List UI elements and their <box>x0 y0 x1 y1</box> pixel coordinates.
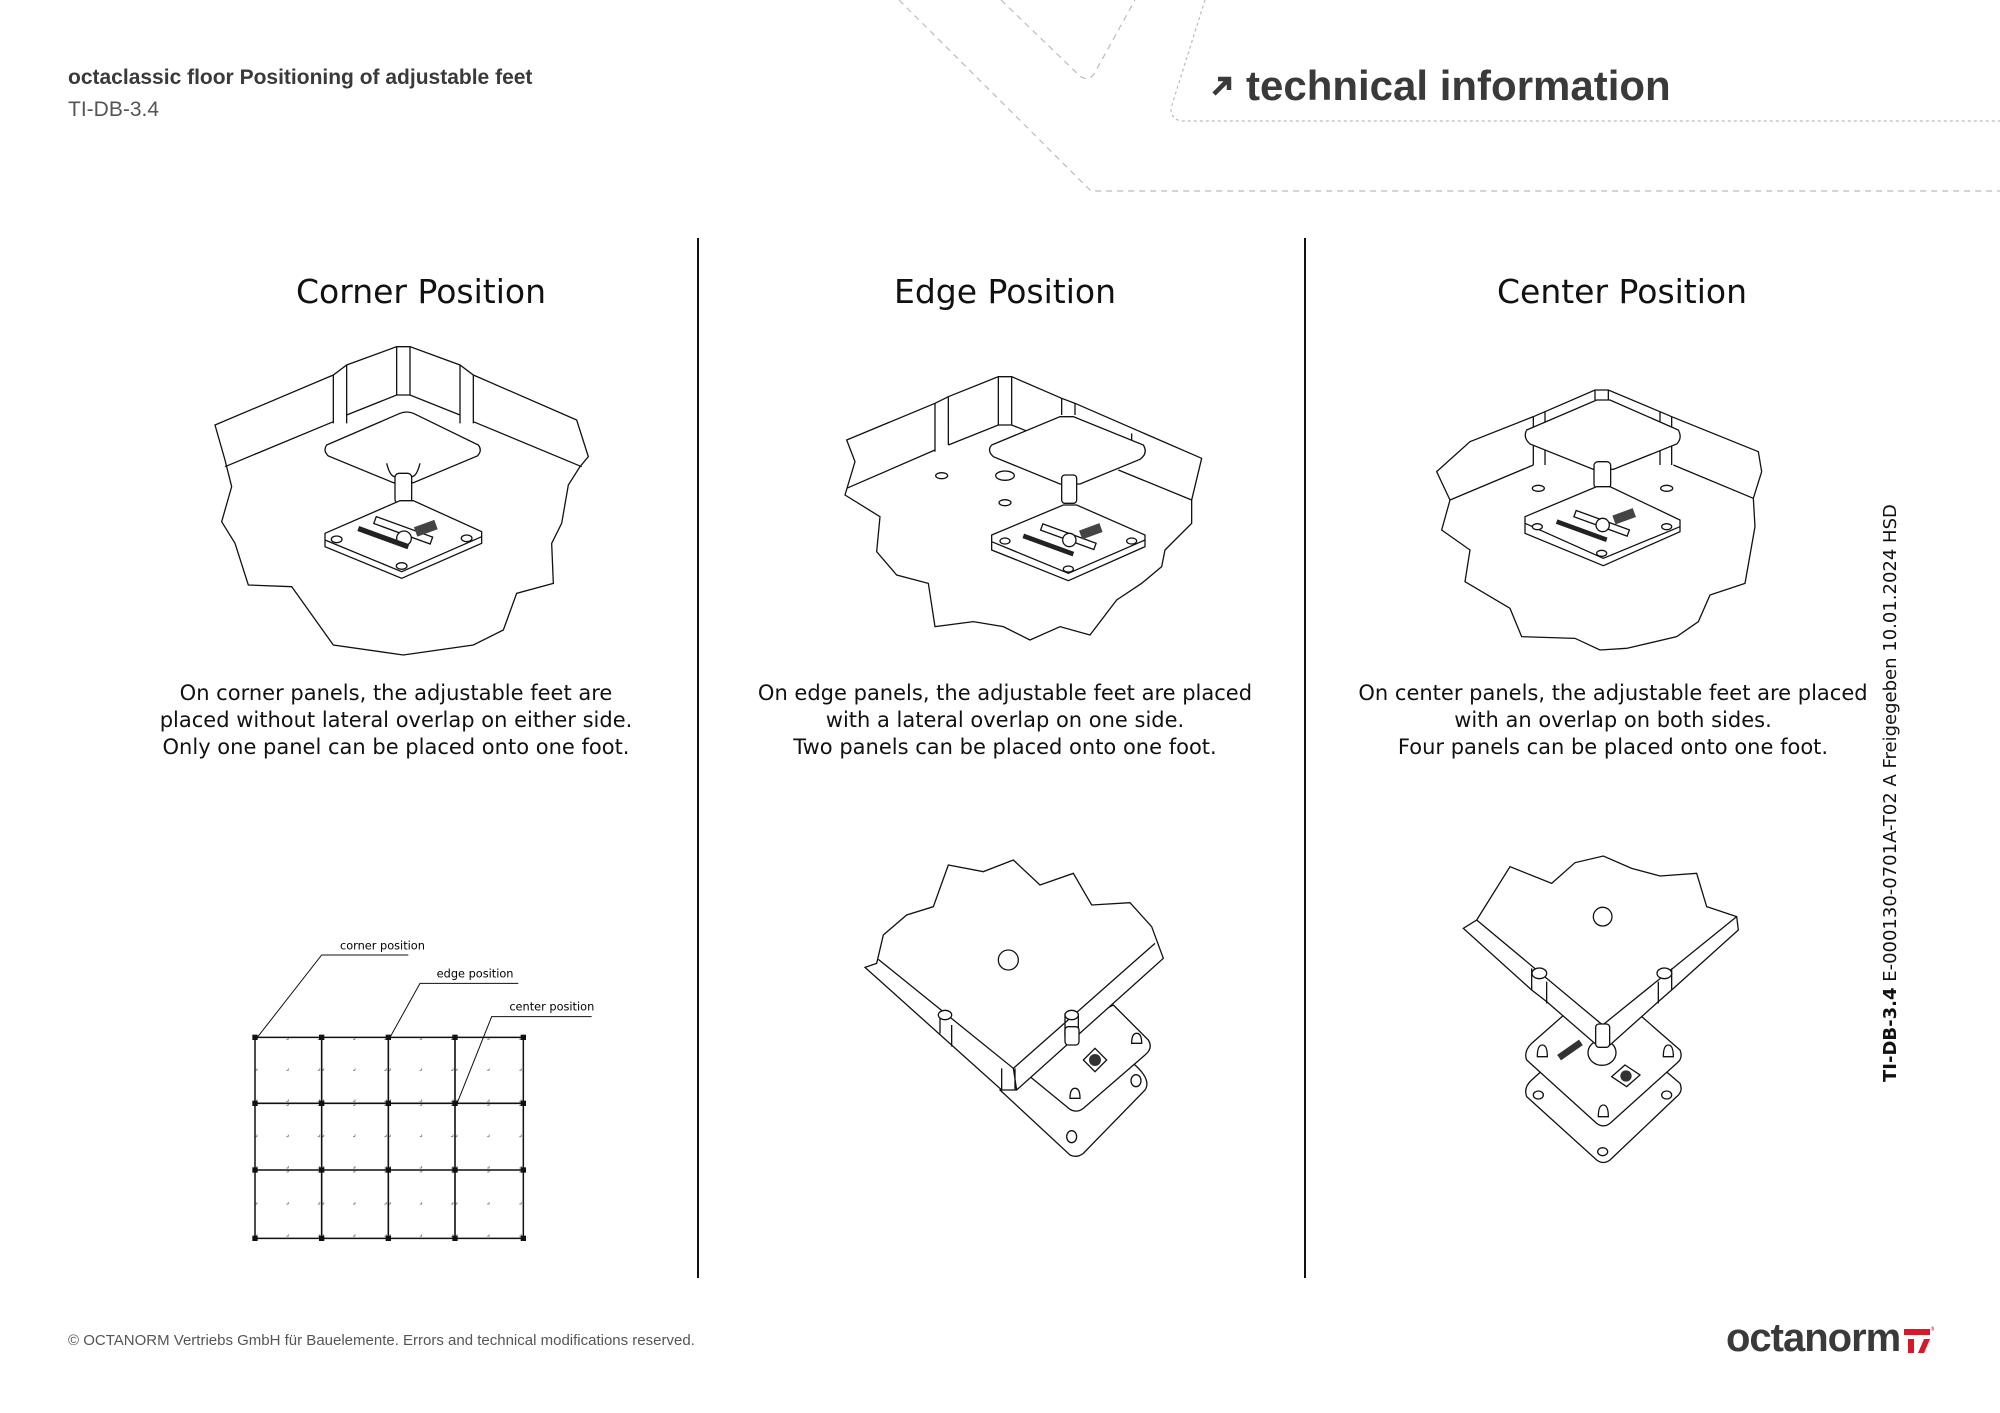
floor-grid-diagram: corner position edge position center pos… <box>252 938 594 1241</box>
foot-marker <box>252 1167 258 1173</box>
logo-wordmark: octanorm <box>1726 1316 1901 1360</box>
foot-marker <box>452 1167 458 1173</box>
document-release-stamp: TI-DB-3.4 E-000130-0701A-T02 A Freigegeb… <box>1880 504 1901 1082</box>
corner-position-description: On corner panels, the adjustable feet ar… <box>116 680 676 761</box>
support-point-marker <box>384 1202 389 1207</box>
support-point-marker <box>384 1068 389 1073</box>
foot-marker <box>385 1235 391 1241</box>
center-position-assembly-illustration <box>1450 850 1780 1180</box>
edge-position-assembly-illustration <box>850 850 1180 1180</box>
foot-marker <box>252 1100 258 1106</box>
support-point-marker <box>317 1068 322 1073</box>
octanorm-logo: octanorm ® <box>1726 1316 1934 1361</box>
foot-marker <box>385 1100 391 1106</box>
description-line: with a lateral overlap on one side. <box>825 708 1185 732</box>
foot-marker <box>319 1235 325 1241</box>
support-point-marker <box>487 1068 492 1073</box>
support-point-marker <box>353 1134 357 1139</box>
support-point-marker <box>419 1234 424 1239</box>
support-point-marker <box>487 1234 492 1239</box>
arrow-up-right-icon <box>1212 76 1232 96</box>
support-point-marker <box>451 1068 455 1073</box>
banner-text: technical information <box>1246 62 1671 109</box>
support-point-marker <box>487 1202 492 1207</box>
support-point-marker <box>519 1068 524 1073</box>
document-code: TI-DB-3.4 <box>68 98 160 121</box>
foot-marker <box>385 1034 391 1040</box>
support-point-marker <box>419 1068 424 1073</box>
foot-marker <box>385 1167 391 1173</box>
foot-marker <box>452 1100 458 1106</box>
technical-information-banner: technical information <box>1210 62 1671 110</box>
foot-marker <box>520 1034 526 1040</box>
support-point-marker <box>286 1134 291 1139</box>
support-point-marker <box>317 1134 322 1139</box>
edge-position-illustration <box>830 360 1230 660</box>
description-line: Four panels can be placed onto one foot. <box>1397 735 1829 759</box>
support-point-marker <box>419 1099 424 1104</box>
description-line: On edge panels, the adjustable feet are … <box>757 681 1253 705</box>
heading-center-position: Center Position <box>1496 272 1748 311</box>
foot-marker <box>520 1167 526 1173</box>
support-point-marker <box>286 1202 291 1207</box>
foot-marker <box>319 1034 325 1040</box>
corner-position-illustration <box>200 330 600 670</box>
octanorm-logo-icon: ® <box>1904 1326 1934 1353</box>
foot-marker <box>452 1034 458 1040</box>
stamp-text: E-000130-0701A-T02 A Freigegeben 10.01.2… <box>1880 504 1901 982</box>
label-corner-position: corner position <box>340 938 425 952</box>
support-point-marker <box>419 1134 424 1139</box>
support-point-marker <box>519 1202 524 1207</box>
foot-marker <box>252 1235 258 1241</box>
support-point-marker <box>519 1134 524 1139</box>
copyright-notice: © OCTANORM Vertriebs GmbH für Bauelement… <box>68 1332 695 1349</box>
edge-position-description: On edge panels, the adjustable feet are … <box>725 680 1285 761</box>
support-point-marker <box>487 1099 492 1104</box>
description-line: On center panels, the adjustable feet ar… <box>1358 681 1868 705</box>
support-point-marker <box>286 1234 291 1239</box>
svg-text:®: ® <box>1930 1326 1934 1333</box>
support-point-marker <box>487 1134 492 1139</box>
support-point-marker <box>353 1099 357 1104</box>
center-position-illustration <box>1420 380 1800 660</box>
column-divider <box>697 238 699 1278</box>
support-point-marker <box>353 1234 357 1239</box>
center-position-description: On center panels, the adjustable feet ar… <box>1333 680 1893 761</box>
support-point-marker <box>419 1202 424 1207</box>
header-dashed-decoration <box>0 0 2000 200</box>
foot-marker <box>319 1100 325 1106</box>
heading-corner-position: Corner Position <box>296 272 546 311</box>
description-line: Two panels can be placed onto one foot. <box>793 735 1217 759</box>
support-point-marker <box>353 1068 357 1073</box>
description-line: with an overlap on both sides. <box>1454 708 1772 732</box>
foot-marker <box>319 1167 325 1173</box>
foot-marker <box>252 1034 258 1040</box>
column-divider <box>1304 238 1306 1278</box>
description-line: placed without lateral overlap on either… <box>159 708 633 732</box>
support-point-marker <box>451 1202 455 1207</box>
stamp-code: TI-DB-3.4 <box>1880 987 1901 1082</box>
document-title: octaclassic floor Positioning of adjusta… <box>68 66 533 89</box>
support-point-marker <box>353 1202 357 1207</box>
description-line: On corner panels, the adjustable feet ar… <box>179 681 613 705</box>
support-point-marker <box>451 1134 455 1139</box>
support-point-marker <box>317 1202 322 1207</box>
support-point-marker <box>353 1166 357 1170</box>
foot-marker <box>520 1235 526 1241</box>
heading-edge-position: Edge Position <box>893 272 1117 311</box>
label-edge-position: edge position <box>437 966 514 980</box>
support-point-marker <box>286 1166 291 1170</box>
foot-marker <box>452 1235 458 1241</box>
support-point-marker <box>487 1166 492 1170</box>
support-point-marker <box>419 1166 424 1170</box>
support-point-marker <box>384 1134 389 1139</box>
foot-marker <box>520 1100 526 1106</box>
label-center-position: center position <box>509 1000 594 1014</box>
support-point-marker <box>286 1068 291 1073</box>
description-line: Only one panel can be placed onto one fo… <box>162 735 630 759</box>
